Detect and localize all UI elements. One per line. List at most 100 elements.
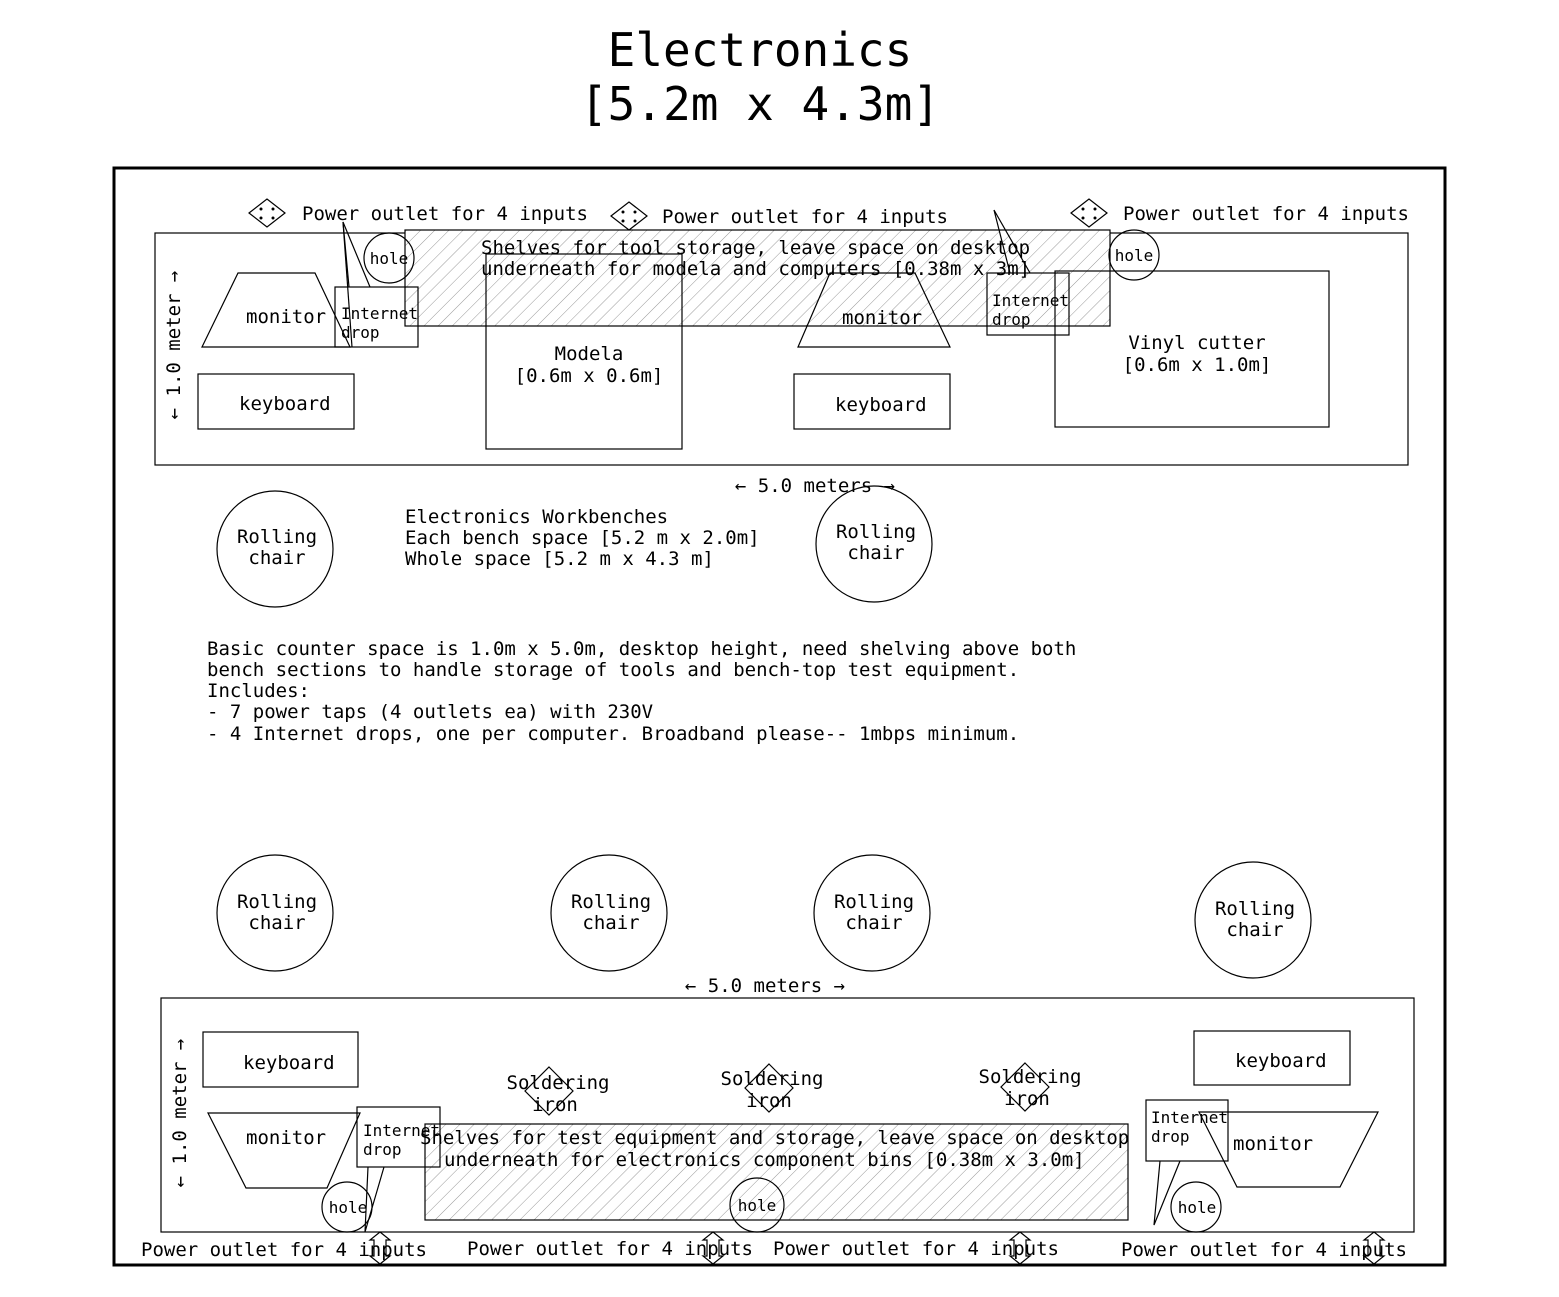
rolling-chair [813, 854, 931, 972]
soldering-iron-icon [1000, 1062, 1050, 1112]
note-line: Basic counter space is 1.0m x 5.0m, desk… [207, 638, 1076, 660]
modela-line2: [0.6m x 0.6m] [515, 365, 664, 387]
outlet-label: Power outlet for 4 inputs [141, 1239, 427, 1261]
internet-drop-line2: drop [341, 323, 380, 342]
vinyl-cutter-line1: Vinyl cutter [1128, 332, 1265, 354]
rolling-chair [216, 854, 334, 972]
soldering-iron-icon [744, 1063, 794, 1113]
hole-label: hole [738, 1196, 777, 1215]
hole-label: hole [1115, 246, 1154, 265]
note-line: Includes: [207, 680, 310, 702]
chair-label: chair [248, 912, 305, 934]
hole [729, 1177, 785, 1233]
note-line: - 7 power taps (4 outlets ea) with 230V [207, 701, 653, 723]
depth-dimension: ← 1.0 meter → [169, 1039, 191, 1188]
power-outlet-icon [248, 198, 286, 228]
rolling-chair [1194, 861, 1312, 979]
workbench-info: Electronics Workbenches Each bench space… [405, 506, 760, 570]
top-bench: Shelves for tool storage, leave space on… [154, 198, 1409, 497]
bottom-shelf-line1: Shelves for test equipment and storage, … [420, 1127, 1129, 1149]
top-shelf-line2: underneath for modela and computers [0.3… [481, 258, 1030, 280]
outlet-label: Power outlet for 4 inputs [1121, 1239, 1407, 1261]
keyboard [793, 373, 951, 430]
note-line: bench sections to handle storage of tool… [207, 659, 1019, 681]
top-shelf [404, 229, 1111, 327]
power-outlet-icon [610, 201, 648, 231]
monitor [797, 272, 951, 348]
hole-label: hole [370, 249, 409, 268]
chair-label: chair [582, 912, 639, 934]
bottom-shelf-line2: underneath for electronics component bin… [444, 1149, 1085, 1171]
hole [321, 1181, 373, 1233]
modela-line1: Modela [555, 343, 624, 365]
internet-drop-line2: drop [1151, 1127, 1190, 1146]
callout [364, 1166, 385, 1233]
monitor-label: monitor [1233, 1133, 1313, 1155]
chair-label: Rolling [1215, 898, 1295, 920]
rolling-chair [815, 485, 933, 603]
hole [1170, 1181, 1222, 1233]
internet-drop-line2: drop [363, 1140, 402, 1159]
keyboard-label: keyboard [243, 1052, 335, 1074]
chair-label: chair [845, 912, 902, 934]
internet-drop [986, 272, 1070, 336]
callout [1153, 1160, 1181, 1226]
keyboard [1193, 1030, 1351, 1086]
rolling-chair [216, 490, 334, 608]
keyboard-label: keyboard [1235, 1050, 1327, 1072]
callout [993, 209, 1031, 274]
outlet-label: Power outlet for 4 inputs [302, 203, 588, 225]
title-line2: [5.2m x 4.3m] [580, 77, 940, 131]
hole-label: hole [329, 1198, 368, 1217]
hole-label: hole [1178, 1198, 1217, 1217]
bottom-bench-outline [160, 997, 1415, 1233]
soldering-iron-label: iron [746, 1090, 792, 1112]
chair-label: Rolling [834, 891, 914, 913]
width-dimension: ← 5.0 meters → [735, 475, 895, 497]
power-outlet-icon [1070, 198, 1108, 228]
internet-drop-line1: Internet [1151, 1108, 1228, 1127]
keyboard [202, 1031, 359, 1088]
vinyl-cutter [1054, 270, 1330, 428]
chair-label: chair [1226, 919, 1283, 941]
outlet-label: Power outlet for 4 inputs [1123, 203, 1409, 225]
outlet-label: Power outlet for 4 inputs [773, 1238, 1059, 1260]
room-outline [112, 166, 1447, 1267]
chairs: Rolling chair Rolling chair Rolling chai… [216, 485, 1312, 979]
bottom-shelf [424, 1123, 1129, 1221]
chair-label: chair [847, 542, 904, 564]
soldering-iron-label: iron [1004, 1088, 1050, 1110]
internet-drop [356, 1106, 441, 1168]
rolling-chair [550, 854, 668, 972]
info-line: Whole space [5.2 m x 4.3 m] [405, 548, 714, 570]
internet-drop [1145, 1099, 1229, 1162]
keyboard [197, 373, 355, 430]
chair-label: chair [248, 547, 305, 569]
internet-drop-line1: Internet [992, 291, 1069, 310]
monitor [207, 1112, 361, 1189]
vinyl-cutter-line2: [0.6m x 1.0m] [1123, 354, 1272, 376]
keyboard-label: keyboard [239, 393, 331, 415]
internet-drop-line1: Internet [341, 304, 418, 323]
info-line: Each bench space [5.2 m x 2.0m] [405, 527, 760, 549]
modela [485, 253, 683, 450]
outlet-label: Power outlet for 4 inputs [662, 206, 948, 228]
chair-label: Rolling [571, 891, 651, 913]
monitor-label: monitor [842, 307, 922, 329]
internet-drop-line2: drop [992, 310, 1031, 329]
hole [1108, 229, 1160, 281]
depth-dimension: ← 1.0 meter → [163, 271, 185, 420]
note-line: - 4 Internet drops, one per computer. Br… [207, 723, 1019, 745]
width-dimension: ← 5.0 meters → [685, 975, 845, 997]
top-shelf-line1: Shelves for tool storage, leave space on… [481, 237, 1030, 259]
soldering-iron-label: Soldering [507, 1072, 610, 1094]
bottom-bench: ← 5.0 meters → ← 1.0 meter → keyboard ke… [141, 975, 1415, 1265]
soldering-iron-icon [524, 1066, 574, 1116]
soldering-iron-label: iron [532, 1094, 578, 1116]
hole [363, 232, 415, 284]
title-line1: Electronics [608, 23, 913, 77]
info-line: Electronics Workbenches [405, 506, 668, 528]
monitor-label: monitor [246, 306, 326, 328]
chair-label: Rolling [237, 526, 317, 548]
internet-drop [334, 286, 419, 348]
